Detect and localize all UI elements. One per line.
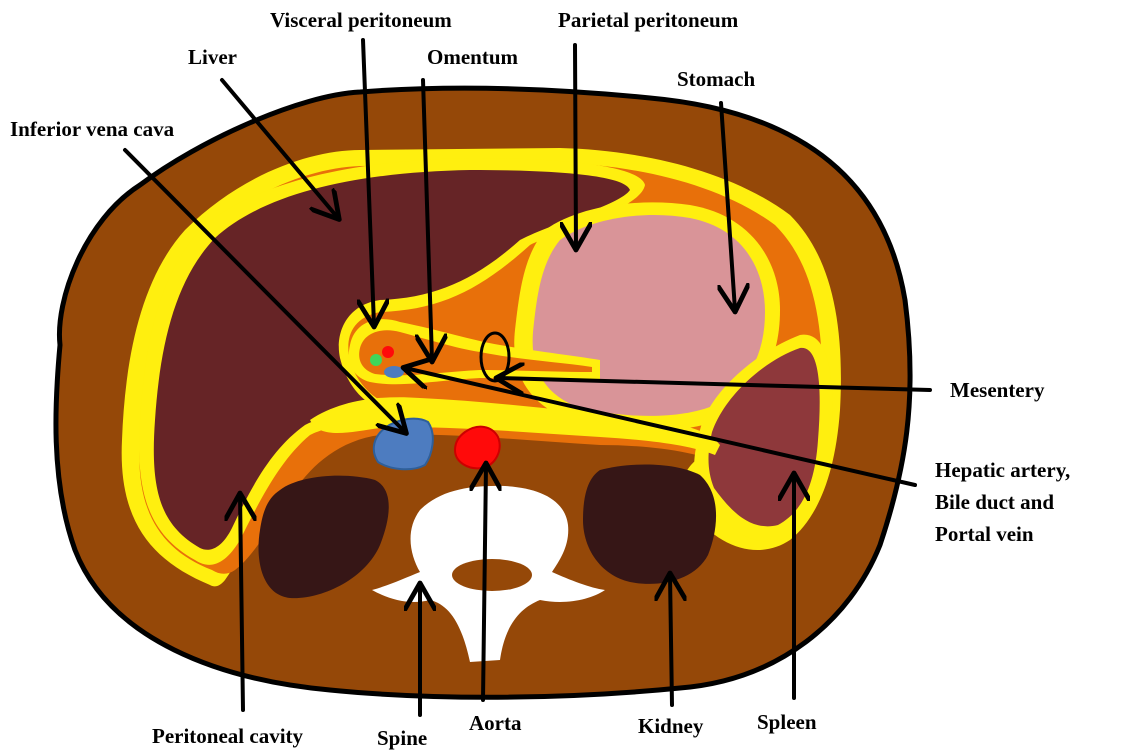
label-stomach: Stomach — [677, 67, 755, 91]
label-hepatic-line3: Portal vein — [935, 522, 1034, 546]
label-aorta: Aorta — [469, 711, 522, 735]
label-spleen: Spleen — [757, 710, 817, 734]
portal-triad-blue — [384, 366, 404, 378]
label-kidney: Kidney — [638, 714, 704, 738]
label-inferior-vena-cava: Inferior vena cava — [10, 117, 175, 141]
label-omentum: Omentum — [427, 45, 519, 69]
left-kidney — [583, 465, 716, 584]
label-visceral-peritoneum: Visceral peritoneum — [270, 8, 452, 32]
arrow-kidney — [670, 575, 672, 705]
label-spine: Spine — [377, 726, 427, 750]
label-hepatic-line2: Bile duct and — [935, 490, 1054, 514]
label-peritoneal-cavity: Peritoneal cavity — [152, 724, 304, 748]
label-liver: Liver — [188, 45, 237, 69]
portal-triad-green — [370, 354, 382, 366]
label-mesentery: Mesentery — [950, 378, 1045, 402]
label-parietal-peritoneum: Parietal peritoneum — [558, 8, 739, 32]
arrow-parietal-peritoneum — [575, 45, 576, 248]
spinal-canal — [452, 559, 532, 591]
portal-triad-red — [382, 346, 394, 358]
label-hepatic-line1: Hepatic artery, — [935, 458, 1070, 482]
